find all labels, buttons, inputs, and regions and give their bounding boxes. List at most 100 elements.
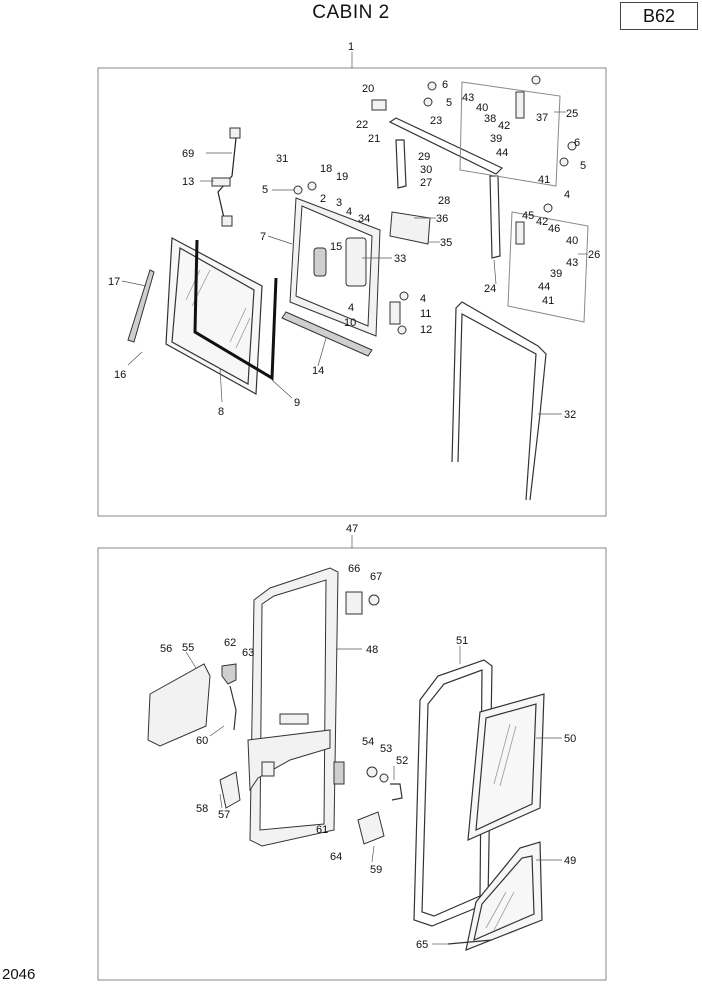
part-label: 38 <box>484 113 496 125</box>
part-label: 31 <box>276 153 288 165</box>
bracket-plate <box>389 211 431 245</box>
upper-assembly-panel: 1 <box>97 41 607 517</box>
lock-assembly <box>345 237 367 287</box>
part-label: 34 <box>358 213 370 225</box>
part-label: 63 <box>242 647 254 659</box>
part-label: 16 <box>114 369 126 381</box>
part-label: 33 <box>394 253 406 265</box>
part-label: 11 <box>420 308 431 320</box>
door-seal <box>413 659 493 927</box>
bolt-icon <box>567 141 577 151</box>
bolt-icon <box>559 157 569 167</box>
wiper-blade <box>127 269 155 343</box>
sub-assembly-25-box <box>459 81 561 187</box>
lower-assembly-panel: 47 <box>97 523 607 981</box>
part-label: 15 <box>330 241 342 253</box>
part-label: 12 <box>420 324 432 336</box>
part-label: 45 <box>522 210 534 222</box>
hinge-block <box>333 761 345 785</box>
page-title: CABIN 2 <box>312 2 390 23</box>
latch-body <box>219 771 241 809</box>
page-number: 2046 <box>2 966 36 983</box>
seal-strip <box>447 939 493 945</box>
part-label: 35 <box>440 237 452 249</box>
door-handle <box>279 713 309 725</box>
bolt-icon <box>427 81 437 91</box>
page-code-badge: B62 <box>620 2 698 30</box>
part-label: 30 <box>420 164 432 176</box>
part-label: 41 <box>538 174 550 186</box>
part-label: 67 <box>370 571 382 583</box>
sub-assembly-26-box <box>507 211 589 323</box>
part-label: 5 <box>580 160 586 172</box>
part-label: 40 <box>476 102 488 114</box>
part-label: 23 <box>430 115 442 127</box>
bolt-icon <box>307 181 317 191</box>
pin <box>390 783 403 801</box>
window-seal <box>193 239 278 381</box>
part-label: 2 <box>320 193 326 205</box>
part-label: 51 <box>456 635 468 647</box>
part-label: 40 <box>566 235 578 247</box>
upper-part-labels: 69 13 31 18 19 5 2 3 34 4 7 15 33 17 16 … <box>108 79 600 421</box>
part-label: 28 <box>438 195 450 207</box>
part-label: 62 <box>224 637 236 649</box>
part-label: 59 <box>370 864 382 876</box>
part-label: 13 <box>182 176 194 188</box>
part-label: 14 <box>312 365 324 377</box>
part-label: 27 <box>420 177 432 189</box>
part-label: 17 <box>108 276 120 288</box>
part-label: 64 <box>330 851 342 863</box>
window-frame <box>289 197 381 337</box>
hinge-plate <box>371 99 387 111</box>
part-label: 41 <box>542 295 554 307</box>
part-label: 4 <box>346 206 352 218</box>
upper-glass <box>467 693 545 841</box>
part-label: 25 <box>566 108 578 120</box>
sensor-connector <box>229 127 241 139</box>
bolt-icon <box>543 203 553 213</box>
part-label: 44 <box>496 147 508 159</box>
part-label: 60 <box>196 735 208 747</box>
part-label: 9 <box>294 397 300 409</box>
part-label: 4 <box>348 302 354 314</box>
knob <box>221 663 237 685</box>
part-label: 19 <box>336 171 348 183</box>
door-seal-inner <box>457 313 537 501</box>
washer-icon <box>379 773 389 783</box>
window-glass <box>165 237 263 395</box>
part-label: 21 <box>368 133 380 145</box>
part-label: 5 <box>446 97 452 109</box>
part-label: 42 <box>536 216 548 228</box>
link-rod <box>229 685 237 731</box>
clip-bracket <box>211 177 231 187</box>
bracket <box>345 591 363 615</box>
rail-bar <box>281 311 373 357</box>
part-label: 26 <box>588 249 600 261</box>
handle-lever <box>515 221 525 245</box>
part-label: 29 <box>418 151 430 163</box>
door-seal <box>451 301 547 501</box>
upper-leaders <box>121 111 588 415</box>
part-label: 7 <box>260 231 266 243</box>
part-label: 50 <box>564 733 576 745</box>
part-label: 3 <box>336 197 342 209</box>
part-label: 56 <box>160 643 172 655</box>
door-frame <box>247 567 345 847</box>
striker-plate <box>389 301 401 325</box>
bolt-icon <box>368 594 380 606</box>
part-label: 43 <box>462 92 474 104</box>
part-label: 42 <box>498 120 510 132</box>
handle-lever <box>515 91 525 119</box>
door-seal-inner <box>421 669 483 917</box>
part-label: 6 <box>574 137 580 149</box>
lower-ref-label: 47 <box>346 523 358 535</box>
part-label: 43 <box>566 257 578 269</box>
part-label: 61 <box>316 824 328 836</box>
lower-part-labels: 66 67 48 56 55 62 63 60 54 53 52 58 57 6… <box>160 563 576 951</box>
part-label: 54 <box>362 736 374 748</box>
part-label: 24 <box>484 283 496 295</box>
part-label: 32 <box>564 409 576 421</box>
door-lock <box>261 761 275 777</box>
